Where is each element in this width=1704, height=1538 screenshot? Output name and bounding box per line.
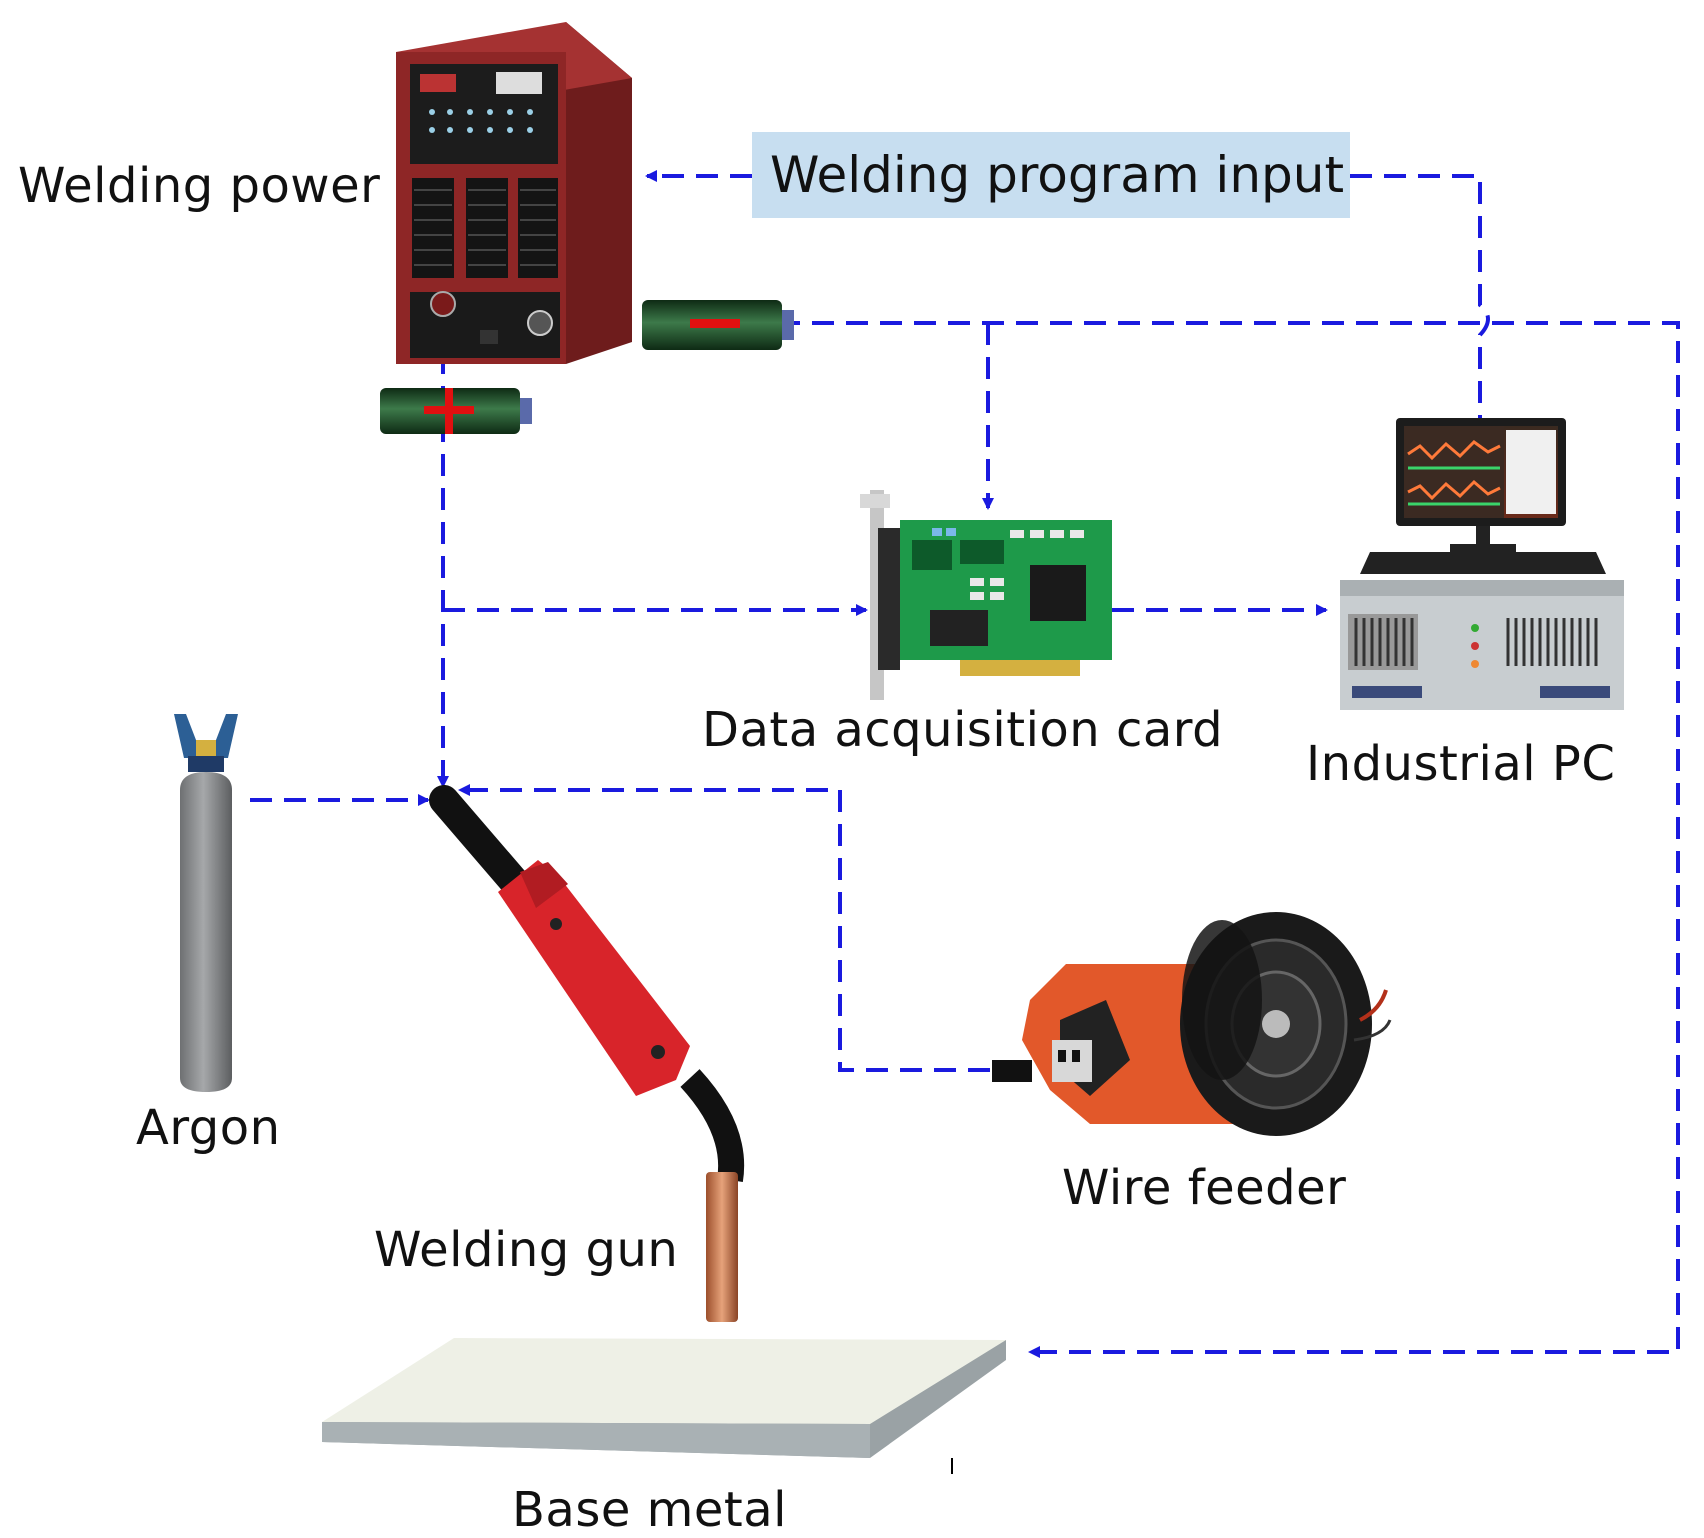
welding-power-label: Welding power	[18, 158, 381, 214]
data-acquisition-card-label: Data acquisition card	[702, 702, 1224, 758]
connector-negative-icon	[642, 300, 794, 350]
welding-power-supply-icon	[396, 22, 632, 364]
data-acquisition-card-icon	[860, 490, 1112, 700]
base-metal-plate-icon	[322, 1338, 1006, 1474]
line-pc-to-program	[1350, 174, 1490, 418]
wire-feeder-label: Wire feeder	[1062, 1160, 1347, 1216]
line-negative-to-base	[540, 321, 1680, 1358]
connector-positive-icon	[380, 388, 532, 434]
arrow-feeder-to-gun	[458, 784, 990, 1072]
argon-label: Argon	[136, 1100, 281, 1156]
welding-gun-icon	[429, 785, 745, 1322]
industrial-pc-icon	[1340, 418, 1624, 710]
industrial-pc-label: Industrial PC	[1306, 736, 1616, 792]
welding-program-input-box	[752, 132, 1350, 218]
welding-gun-label: Welding gun	[374, 1222, 679, 1278]
welding-program-input-label: Welding program input	[770, 146, 1345, 204]
argon-cylinder-icon	[174, 714, 238, 1092]
base-metal-label: Base metal	[512, 1482, 787, 1538]
wire-feeder-icon	[992, 912, 1392, 1136]
